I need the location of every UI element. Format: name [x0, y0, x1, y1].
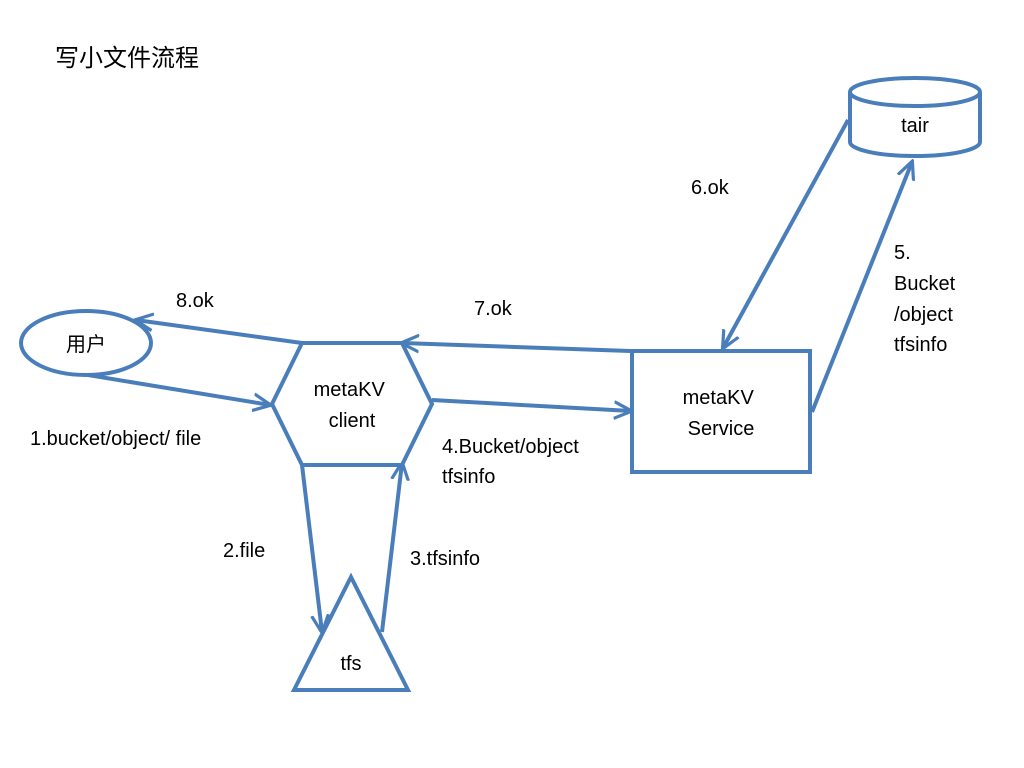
tfs-node: tfs [290, 572, 412, 692]
edge-label-5-line2: Bucket [894, 273, 956, 295]
edge-label-5: 5. Bucket /object tfsinfo [894, 242, 961, 356]
edge-label-1: 1.bucket/object/ file [30, 428, 201, 450]
service-label: metaKV Service [683, 387, 760, 440]
edge-label-8: 8.ok [176, 290, 215, 312]
service-rect [630, 349, 812, 474]
edge-tfs-to-client [380, 463, 402, 633]
tair-cylinder-body [848, 92, 982, 158]
client-hexagon [269, 341, 435, 467]
edge-label-3: 3.tfsinfo [410, 548, 480, 570]
user-label: 用户 [66, 333, 106, 356]
client-label: metaKV client [314, 379, 391, 432]
edge-user-to-client [87, 373, 270, 405]
tair-cylinder-top [848, 76, 982, 108]
edge-label-5-line1: 5. [894, 242, 911, 264]
edge-client-to-user [136, 320, 303, 345]
tair-node: tair [848, 76, 982, 158]
edge-label-2: 2.file [223, 540, 265, 562]
edge-client-to-tfs [300, 464, 322, 632]
tfs-label: tfs [340, 653, 361, 675]
client-node: metaKV client [269, 341, 435, 467]
edge-service-to-tair [810, 162, 912, 413]
tfs-triangle [290, 572, 412, 692]
service-label-line2: Service [688, 418, 755, 440]
edge-label-5-line4: tfsinfo [894, 334, 947, 356]
edge-service-to-client [402, 343, 631, 351]
service-label-line1: metaKV [683, 387, 755, 409]
edge-label-4-line2: tfsinfo [442, 466, 495, 488]
user-node: 用户 [19, 309, 153, 377]
edge-label-7: 7.ok [474, 298, 513, 320]
user-ellipse [19, 309, 153, 377]
diagram-title: 写小文件流程 [55, 44, 199, 72]
client-label-line1: metaKV [314, 379, 386, 401]
edge-label-6: 6.ok [691, 177, 730, 199]
tair-label: tair [901, 115, 929, 137]
edge-label-4: 4.Bucket/object tfsinfo [442, 436, 584, 488]
client-label-line2: client [329, 410, 376, 432]
edge-label-5-line3: /object [894, 304, 953, 326]
service-node: metaKV Service [630, 349, 812, 474]
edge-label-4-line1: 4.Bucket/object [442, 436, 579, 458]
edge-client-to-service [431, 398, 631, 411]
edge-tair-to-service [723, 119, 850, 348]
